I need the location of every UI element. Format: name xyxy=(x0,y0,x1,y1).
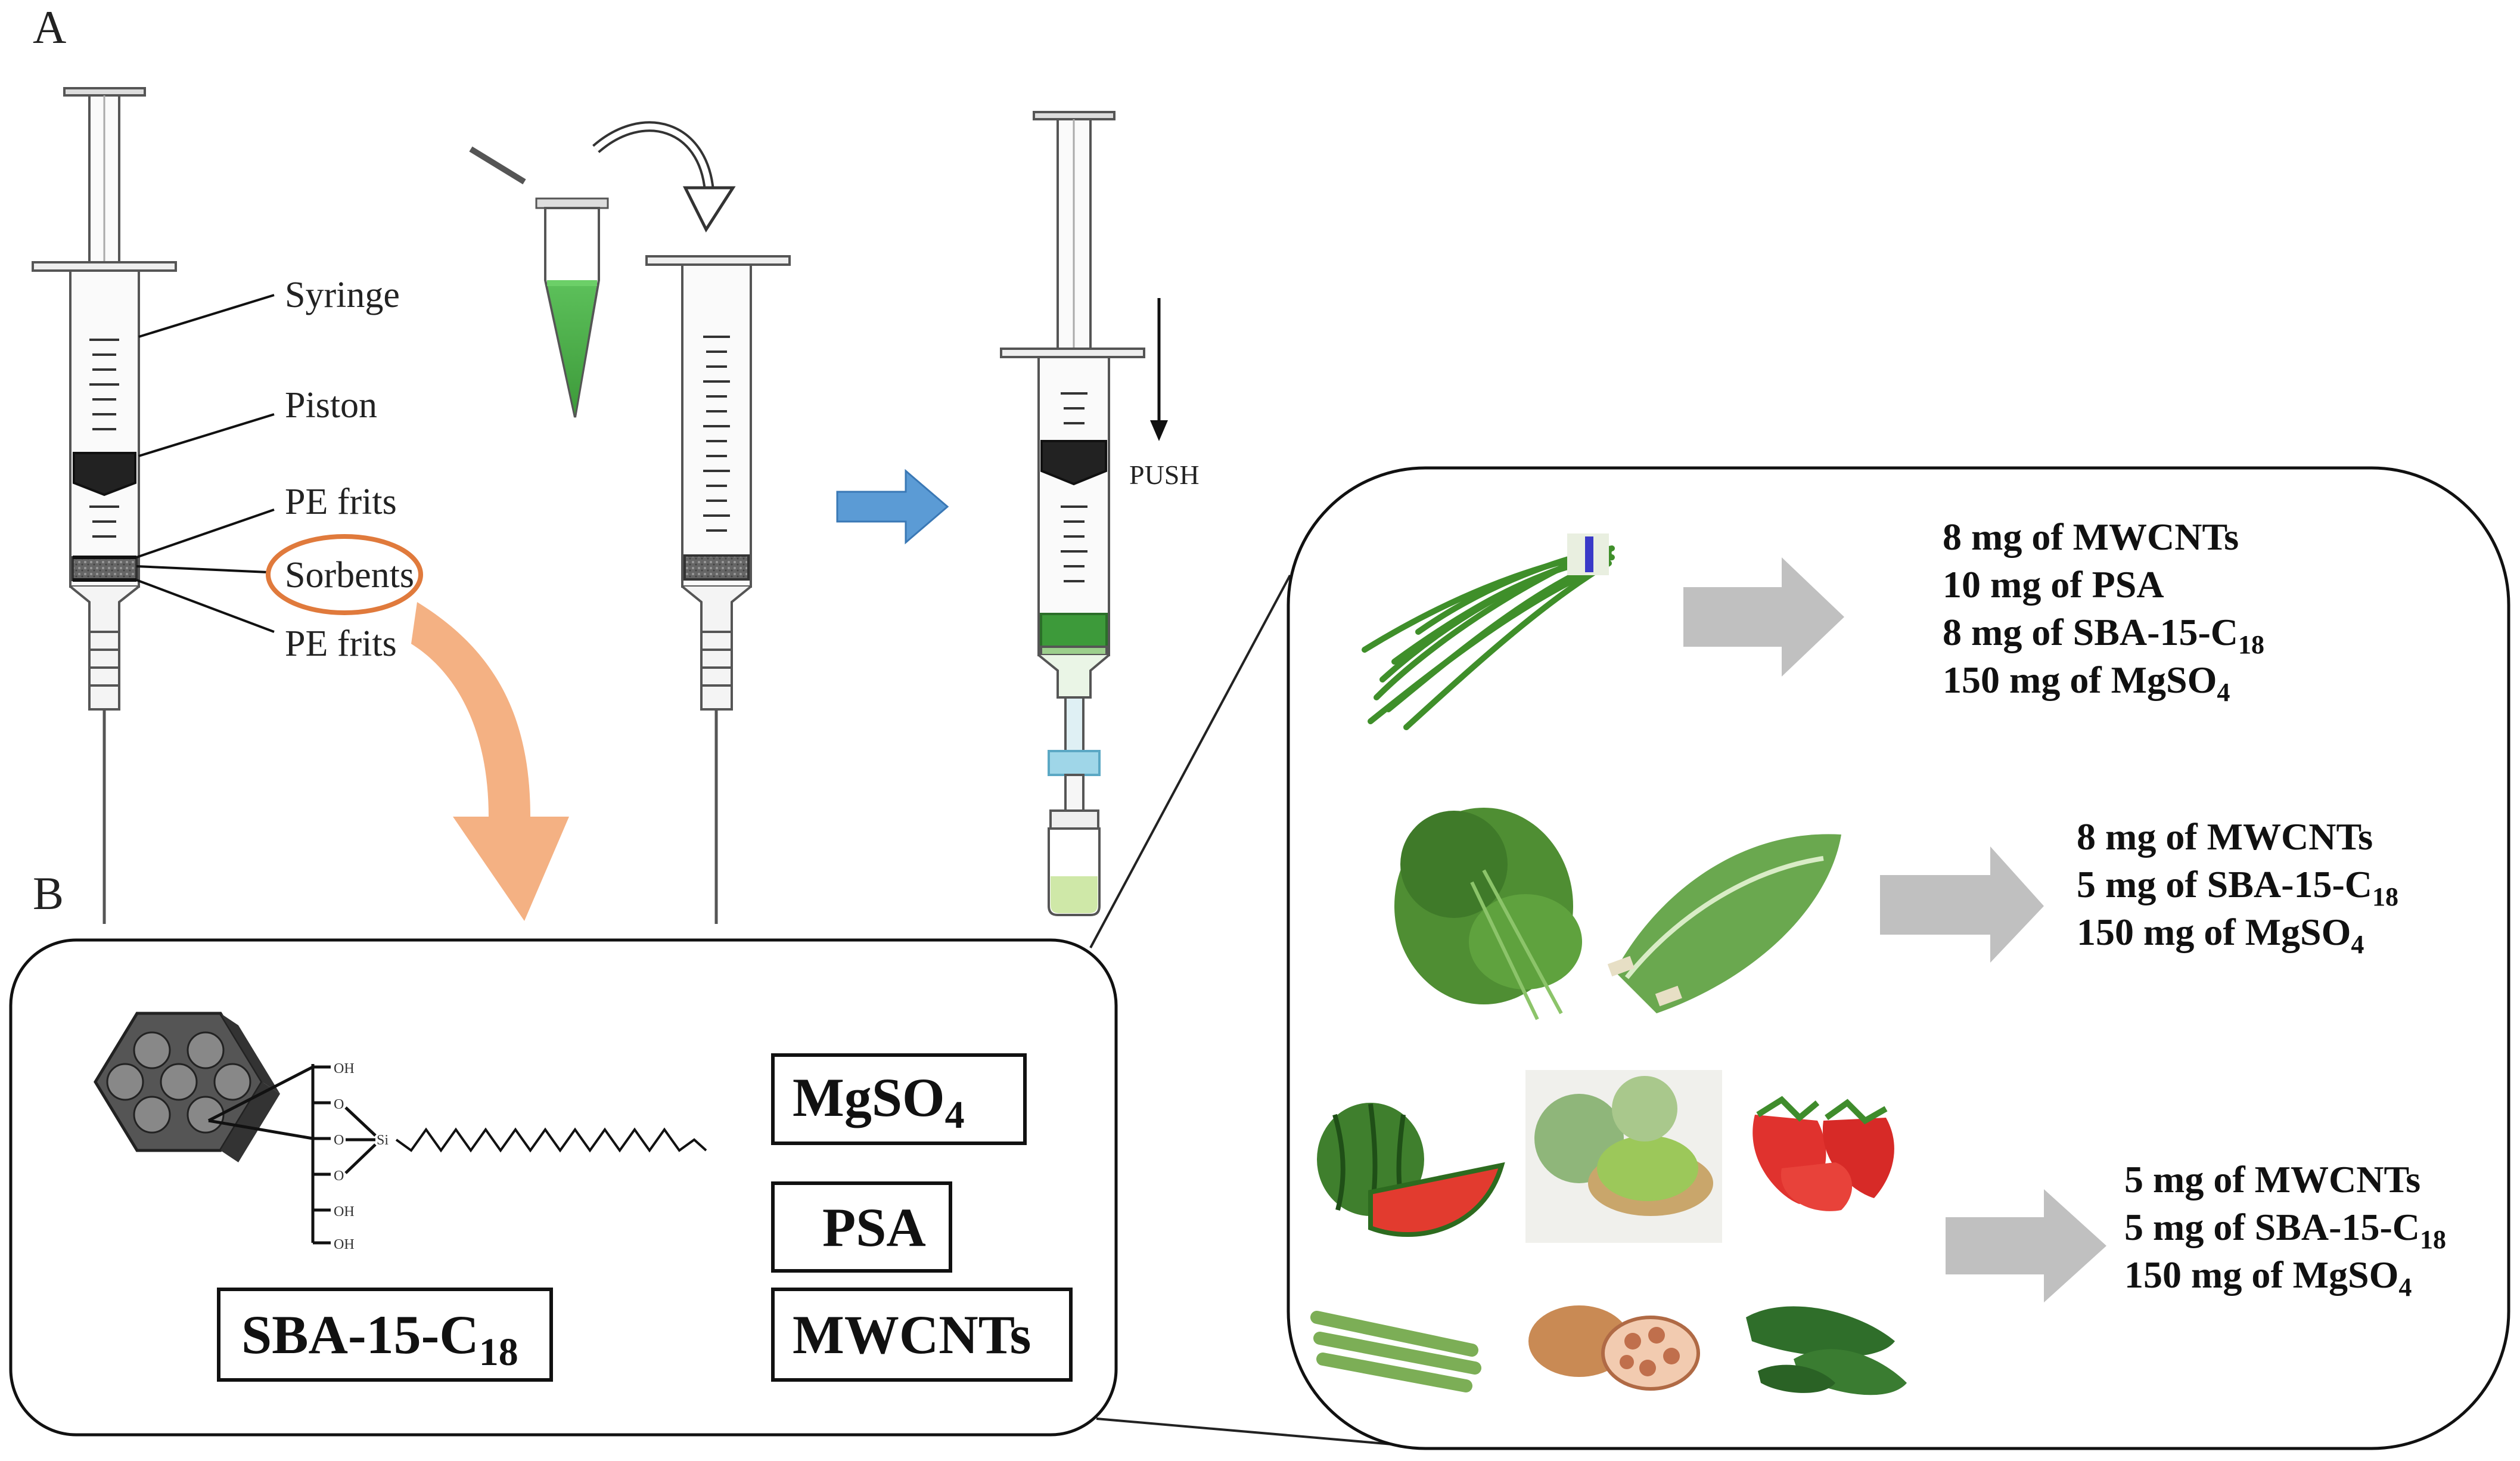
chrysanthemum-greens-icon xyxy=(1394,808,1582,1020)
endive-icon xyxy=(1607,834,1841,1013)
gray-arrow-3 xyxy=(1946,1189,2106,1302)
oh-groups: OH O O O Si OH OH xyxy=(334,1061,389,1252)
recipe-2: 8 mg of MWCNTs 5 mg of SBA-15-C18 150 mg… xyxy=(2077,815,2398,959)
o-label-1: O xyxy=(334,1097,344,1112)
svg-text:5 mg of MWCNTs: 5 mg of MWCNTs xyxy=(2124,1158,2420,1201)
psa-box xyxy=(771,1181,952,1273)
svg-text:10 mg of PSA: 10 mg of PSA xyxy=(1943,563,2164,606)
callout-lines xyxy=(136,294,275,633)
syringe-diagram-right xyxy=(1000,111,1145,916)
oh-label-2: OH xyxy=(334,1204,355,1220)
psa-label: PSA xyxy=(822,1197,926,1258)
svg-text:150 mg of MgSO4: 150 mg of MgSO4 xyxy=(2077,911,2364,959)
blue-arrow xyxy=(836,469,949,545)
sample-tube xyxy=(469,145,609,418)
recipe-1: 8 mg of MWCNTs 10 mg of PSA 8 mg of SBA-… xyxy=(1943,516,2264,707)
push-label: PUSH xyxy=(1129,460,1200,490)
svg-text:150 mg of MgSO4: 150 mg of MgSO4 xyxy=(1943,659,2230,707)
sba15-c18-label: SBA-15-C18 xyxy=(241,1304,518,1374)
strawberry-icon xyxy=(1752,1096,1894,1211)
transfer-arrow xyxy=(592,121,736,233)
watermelon-icon xyxy=(1317,1103,1505,1237)
oh-label-1: OH xyxy=(334,1061,355,1077)
svg-text:5 mg of SBA-15-C18: 5 mg of SBA-15-C18 xyxy=(2124,1206,2446,1254)
cucumber-icon xyxy=(1746,1306,1907,1395)
push-arrow xyxy=(1150,298,1168,441)
syringe-diagram-middle xyxy=(645,255,791,924)
piston-label: Piston xyxy=(285,385,377,426)
gray-arrow-2 xyxy=(1880,846,2044,963)
o-label-2: O xyxy=(334,1133,344,1148)
mgso4-label: MgSO4 xyxy=(793,1067,965,1137)
pe-frits-bottom-label: PE frits xyxy=(285,624,397,664)
svg-text:5 mg of SBA-15-C18: 5 mg of SBA-15-C18 xyxy=(2077,863,2398,911)
panel-b-label: B xyxy=(33,867,64,919)
sorbents-highlight xyxy=(266,534,423,615)
melon-icon xyxy=(1525,1070,1722,1243)
sba15-c18-box xyxy=(217,1288,553,1382)
chive-icon xyxy=(1362,533,1615,730)
si-label: Si xyxy=(377,1133,389,1148)
mgso4-box xyxy=(771,1053,1027,1145)
sorbents-label: Sorbents xyxy=(285,555,414,595)
mwcnts-label: MWCNTs xyxy=(793,1304,1031,1365)
asparagus-icon xyxy=(1310,1311,1481,1392)
syringe-label: Syringe xyxy=(285,275,400,315)
orange-arrow xyxy=(411,602,569,921)
mwcnts-box xyxy=(771,1288,1073,1382)
svg-text:8 mg of MWCNTs: 8 mg of MWCNTs xyxy=(2077,815,2373,858)
pe-frits-top-label: PE frits xyxy=(285,482,397,522)
syringe-diagram-left xyxy=(32,87,177,924)
panel-a-label: A xyxy=(33,1,66,53)
surface-bonds xyxy=(207,1064,707,1245)
o-label-3: O xyxy=(334,1168,344,1184)
recipe-3: 5 mg of MWCNTs 5 mg of SBA-15-C18 150 mg… xyxy=(2124,1158,2446,1302)
lotus-root-icon xyxy=(1528,1305,1700,1391)
svg-text:150 mg of MgSO4: 150 mg of MgSO4 xyxy=(2124,1254,2412,1302)
svg-text:8 mg of SBA-15-C18: 8 mg of SBA-15-C18 xyxy=(1943,611,2264,659)
connector-bottom xyxy=(1096,1417,1407,1447)
connector-top xyxy=(1089,575,1291,948)
oh-label-3: OH xyxy=(334,1237,355,1252)
svg-text:8 mg of MWCNTs: 8 mg of MWCNTs xyxy=(1943,516,2239,558)
gray-arrow-1 xyxy=(1683,557,1844,677)
